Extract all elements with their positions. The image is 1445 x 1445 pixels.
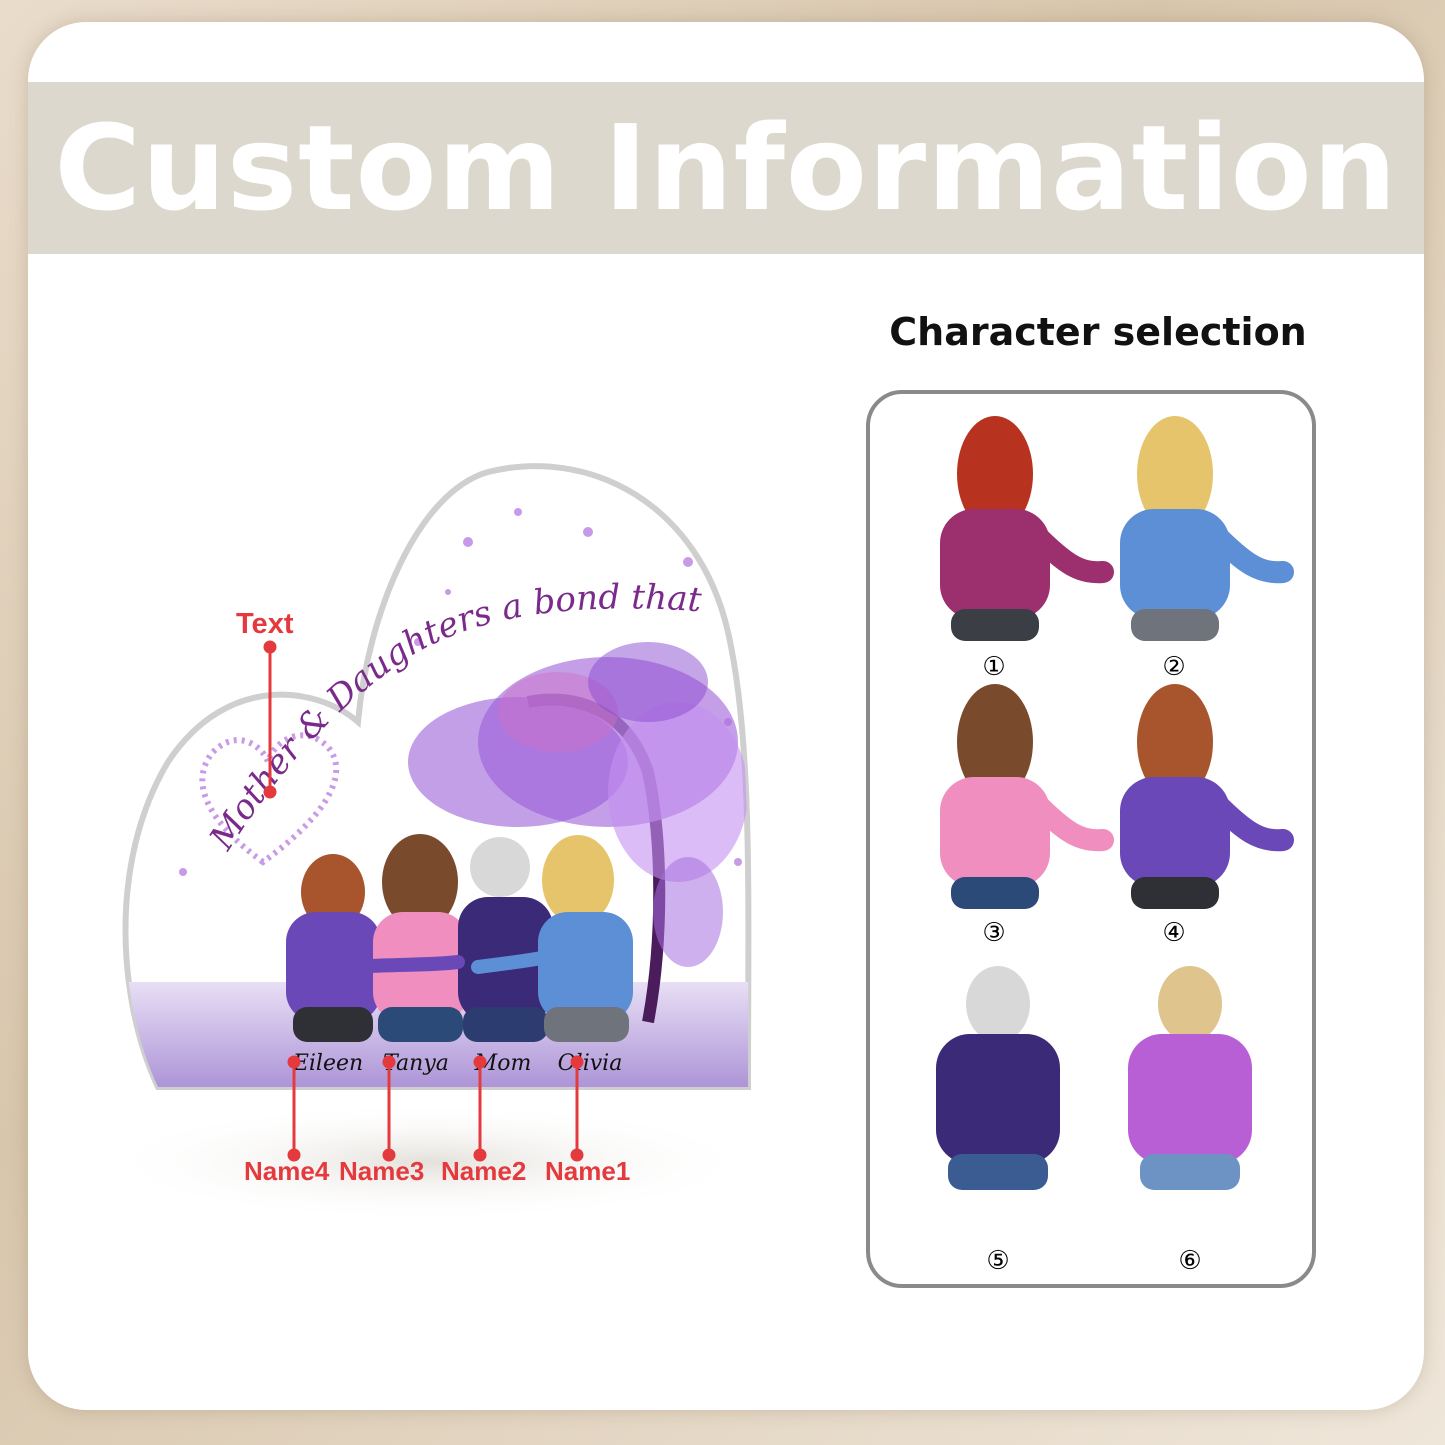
- figure-name-1: Eileen: [292, 1051, 363, 1076]
- header-banner: Custom Information: [28, 82, 1424, 254]
- dotted-heart-icon: [199, 732, 340, 866]
- figure-olivia: [538, 835, 633, 1042]
- product-card: Custom Information: [28, 22, 1424, 1410]
- name4-label: Name4: [244, 1156, 330, 1186]
- heart-shadow: [98, 1102, 758, 1222]
- name3-label: Name3: [339, 1156, 425, 1186]
- character-number-1: ①: [982, 652, 1006, 682]
- name1-label: Name1: [545, 1156, 631, 1186]
- tree-canopy: [408, 642, 748, 967]
- page-title: Custom Information: [54, 99, 1398, 237]
- figure-name-4: Olivia: [558, 1051, 623, 1076]
- callout-lines: [263, 640, 584, 1162]
- character-number-5: ⑤: [986, 1246, 1010, 1276]
- character-number-2: ②: [1162, 652, 1186, 682]
- character-option-4[interactable]: [1120, 684, 1294, 909]
- character-option-5[interactable]: [936, 966, 1060, 1190]
- character-number-6: ⑥: [1178, 1246, 1202, 1276]
- character-option-2[interactable]: [1120, 416, 1294, 641]
- name2-label: Name2: [441, 1156, 527, 1186]
- character-number-3: ③: [982, 918, 1006, 948]
- character-selection-title: Character selection: [889, 310, 1307, 354]
- petals: [179, 508, 742, 876]
- heart-preview: Mother & Daughters a bond that cant be B…: [88, 442, 758, 1222]
- text-callout-label: Text: [236, 608, 294, 640]
- character-grid: [936, 416, 1294, 1190]
- character-option-1[interactable]: [940, 416, 1114, 641]
- character-option-6[interactable]: [1128, 966, 1252, 1190]
- character-option-3[interactable]: [940, 684, 1114, 909]
- character-number-4: ④: [1162, 918, 1186, 948]
- character-selection-panel: ① ② ③ ④ ⑤ ⑥: [866, 390, 1316, 1288]
